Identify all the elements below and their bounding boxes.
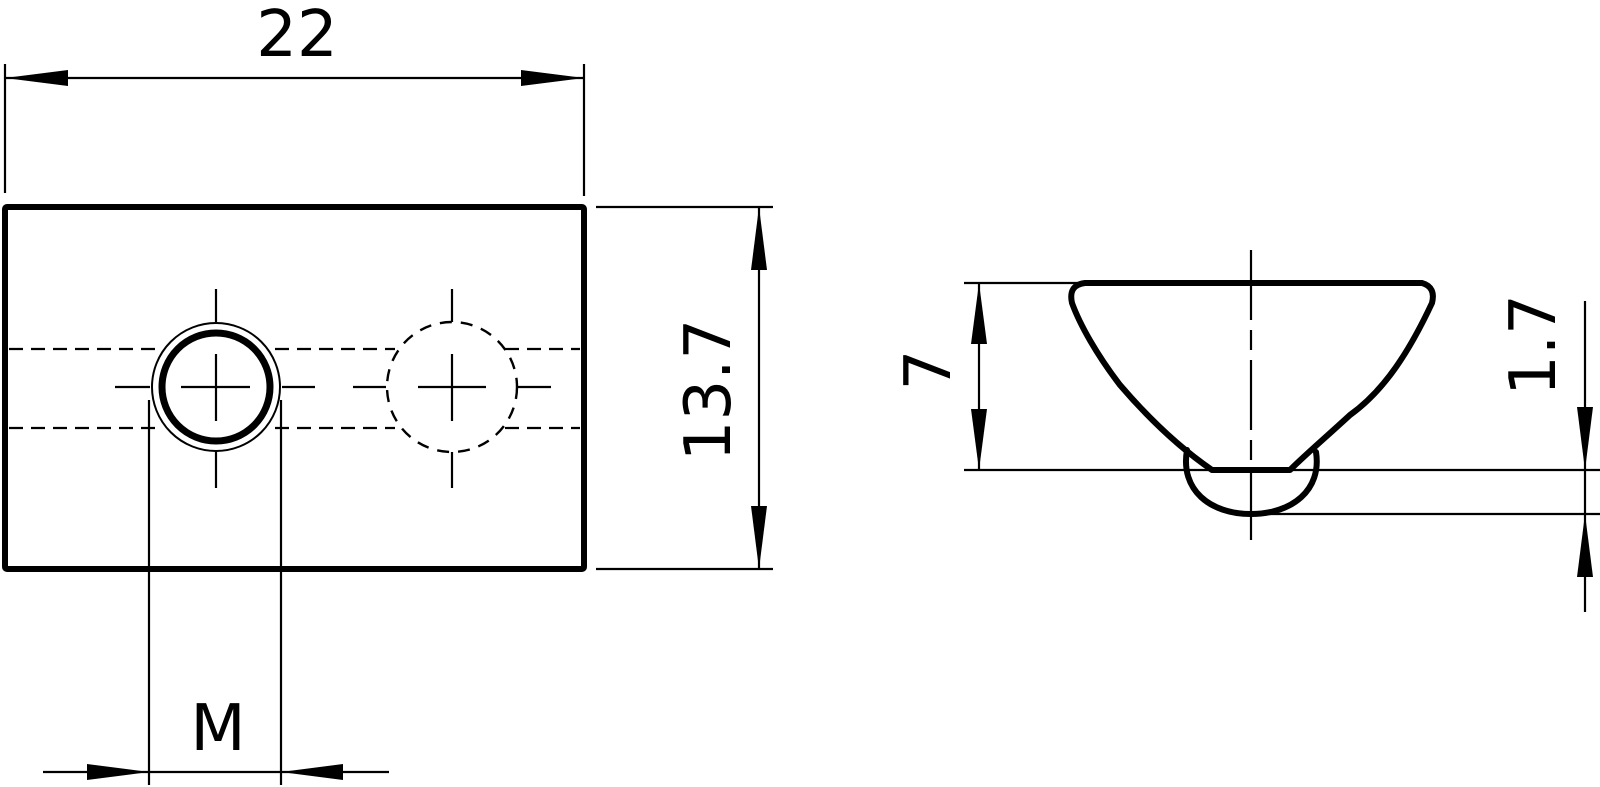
side-height-label: 7: [892, 350, 966, 391]
arrowhead-bottom-icon: [971, 409, 987, 470]
protrusion-label: 1.7: [1497, 294, 1571, 396]
arrowhead-right-icon: [281, 764, 343, 780]
arrowhead-top-icon: [1577, 407, 1593, 470]
arrowhead-right-icon: [521, 70, 584, 86]
width-dimension-label: 22: [256, 0, 337, 72]
front-view: 22: [2, 0, 773, 785]
height-dimension: 13.7: [596, 205, 773, 571]
side-view: 7 1.7: [892, 250, 1600, 612]
side-height-dimension: 7: [892, 283, 987, 470]
protrusion-dimension: 1.7: [1497, 294, 1593, 612]
arrowhead-left-icon: [5, 70, 68, 86]
height-dimension-label: 13.7: [672, 319, 746, 462]
width-dimension: 22: [3, 0, 586, 196]
threaded-hole: [115, 289, 315, 488]
nut-body-outline: [2, 204, 587, 572]
thread-dimension-label: M: [190, 692, 245, 766]
arrowhead-top-icon: [971, 283, 987, 344]
thread-outer-circle: [151, 322, 281, 452]
arrowhead-top-icon: [751, 207, 767, 270]
arrowhead-bottom-icon: [1577, 514, 1593, 577]
arrowhead-bottom-icon: [751, 506, 767, 569]
optional-hole: [353, 289, 551, 488]
arrowhead-left-icon: [87, 764, 149, 780]
thread-dimension: M: [43, 400, 389, 785]
